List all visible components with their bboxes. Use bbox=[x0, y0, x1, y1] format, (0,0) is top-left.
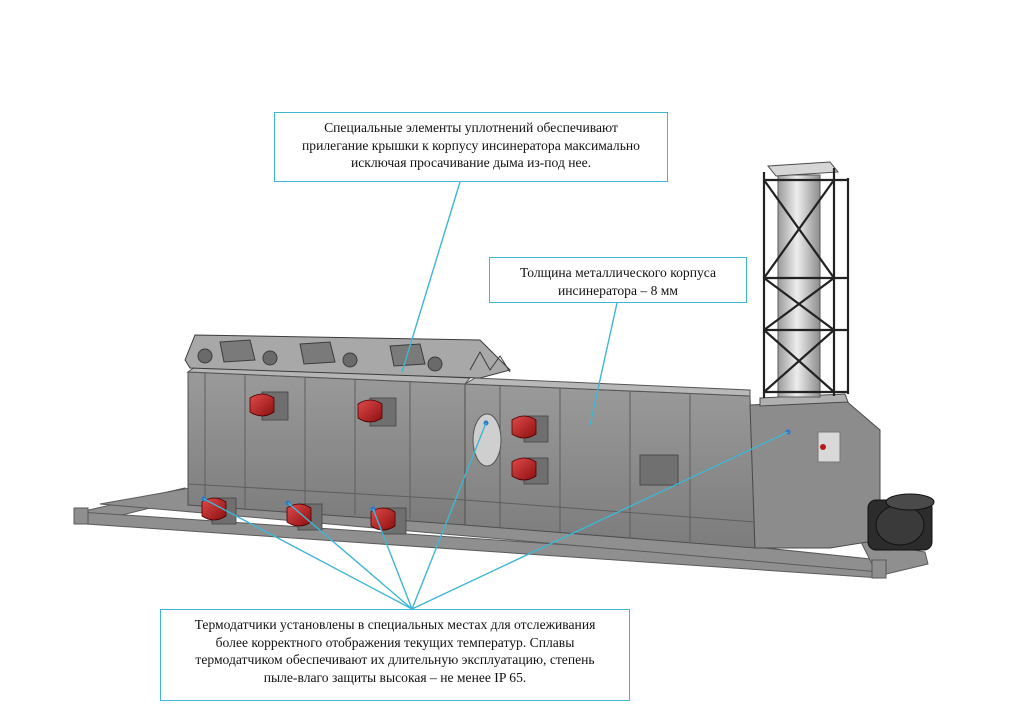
burner bbox=[511, 415, 549, 443]
callout-line: термодатчиком обеспечивают их длительную… bbox=[195, 652, 595, 667]
leader-line-sensor bbox=[203, 498, 413, 610]
chimney-tower bbox=[762, 161, 850, 398]
burner bbox=[511, 457, 549, 485]
leader-line-sensor bbox=[372, 508, 413, 610]
callout-line: Специальные элементы уплотнений обеспечи… bbox=[324, 120, 618, 135]
burner bbox=[357, 397, 397, 427]
logo-plate bbox=[817, 431, 841, 463]
leader-line-seals bbox=[401, 181, 461, 373]
callout-line: прилегание крышки к корпусу инсинератора… bbox=[302, 137, 640, 153]
stack-base-housing bbox=[749, 393, 881, 549]
callout-seals: Специальные элементы уплотнений обеспечи… bbox=[274, 112, 668, 182]
burners bbox=[201, 391, 549, 535]
burner bbox=[201, 497, 237, 525]
burner bbox=[370, 507, 407, 535]
lid-assembly bbox=[184, 334, 511, 379]
leader-line-sensor bbox=[287, 502, 413, 610]
leader-lines bbox=[203, 181, 789, 610]
callout-line: Толщина металлического корпуса bbox=[519, 265, 717, 280]
callout-line: более корректного отображения текущих те… bbox=[215, 634, 575, 650]
burner bbox=[286, 503, 323, 531]
callout-line: Термодатчики установлены в специальных м… bbox=[194, 617, 596, 632]
blower-unit bbox=[867, 493, 935, 551]
callout-line: исключая просачивание дыма из-под нее. bbox=[350, 155, 591, 170]
callout-thickness: Толщина металлического корпуса инсинерат… bbox=[489, 257, 747, 303]
leader-line-sensor bbox=[411, 431, 789, 610]
burner bbox=[249, 391, 289, 421]
callout-line: инсинератора – 8 мм bbox=[557, 282, 679, 298]
callout-sensors: Термодатчики установлены в специальных м… bbox=[160, 609, 630, 701]
callout-line: пыле-влаго защиты высокая – не менее IP … bbox=[263, 669, 527, 685]
furnace-right-section bbox=[463, 377, 756, 549]
leader-line-thickness bbox=[589, 302, 618, 426]
leader-line-sensor bbox=[411, 422, 487, 610]
